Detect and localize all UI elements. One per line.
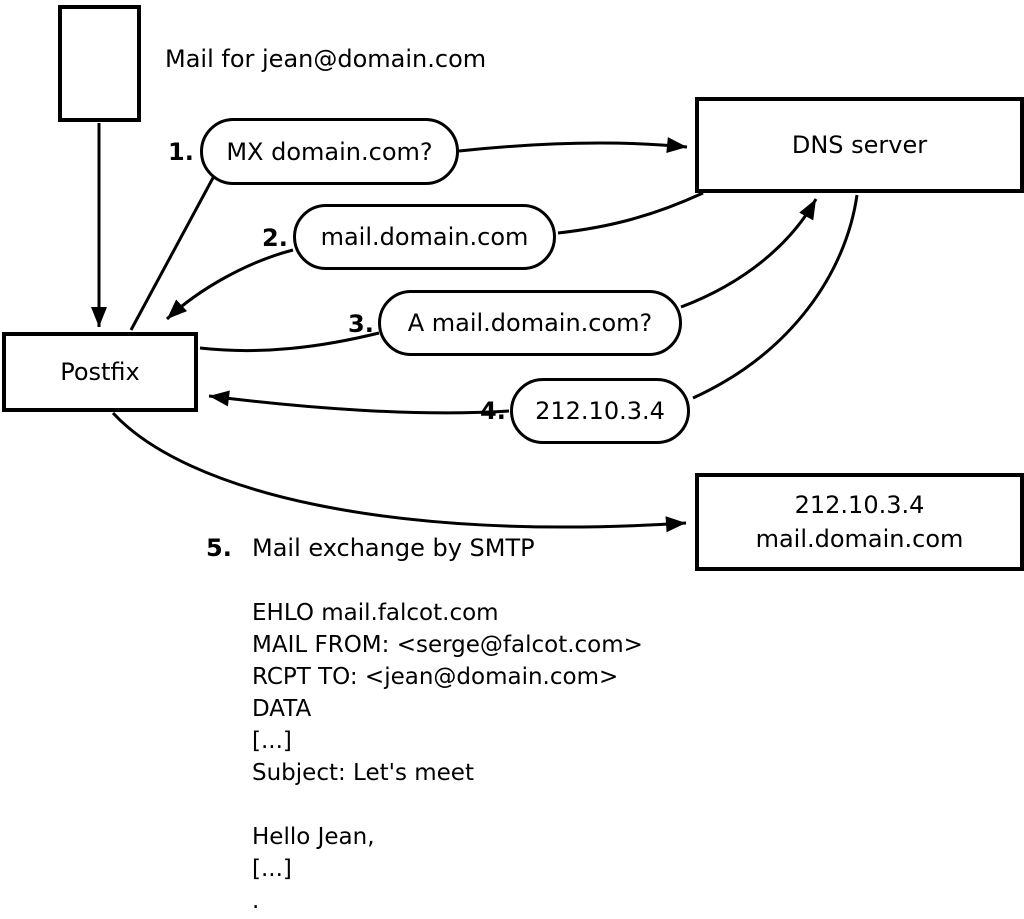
dns-server-label: DNS server: [791, 131, 928, 159]
smtp-line: Subject: Let's meet: [252, 760, 474, 786]
line-postfix-to-step1: [129, 175, 216, 331]
step3-query-label: A mail.domain.com?: [407, 309, 653, 337]
mail-server-hostname-label: mail.domain.com: [755, 525, 964, 553]
step4-response-pill: 212.10.3.4: [510, 378, 690, 444]
step2-response-pill: mail.domain.com: [293, 204, 556, 270]
line-postfix-to-step3: [199, 331, 380, 353]
postfix-node: Postfix: [2, 332, 198, 412]
line-dns-to-step4: [692, 194, 859, 400]
smtp-line: DATA: [252, 696, 312, 722]
arrow-postfix-to-mailserver: [111, 411, 687, 533]
smtp-line: Hello Jean,: [252, 824, 375, 850]
arrow-step2-to-postfix: [165, 248, 294, 321]
arrow-step3-to-dns: [680, 198, 818, 309]
mail-server-node: 212.10.3.4 mail.domain.com: [695, 473, 1024, 571]
dns-server-node: DNS server: [695, 97, 1024, 193]
mail-server-ip-label: 212.10.3.4: [794, 491, 925, 519]
arrow-step1-to-dns: [458, 137, 688, 154]
step2-response-label: mail.domain.com: [320, 223, 529, 251]
smtp-line: .: [252, 888, 260, 914]
step3-number: 3.: [348, 310, 374, 338]
postfix-node-label: Postfix: [60, 358, 140, 386]
step5-number: 5.: [206, 534, 232, 562]
smtp-line: MAIL FROM: <serge@falcot.com>: [252, 632, 643, 658]
mail-message-box: [58, 5, 141, 122]
line-dns-to-step2: [557, 191, 704, 235]
step1-query-label: MX domain.com?: [226, 137, 433, 166]
step3-query-pill: A mail.domain.com?: [378, 290, 682, 356]
arrow-step4-to-postfix: [208, 390, 510, 415]
step1-number: 1.: [168, 138, 194, 166]
smtp-session-block: EHLO mail.falcot.com MAIL FROM: <serge@f…: [252, 597, 643, 917]
step1-query-pill: MX domain.com?: [200, 118, 459, 185]
smtp-line: [252, 789, 643, 821]
smtp-line: EHLO mail.falcot.com: [252, 600, 499, 626]
step4-number: 4.: [480, 397, 506, 425]
step4-response-label: 212.10.3.4: [535, 397, 665, 425]
smtp-line: [...]: [252, 728, 292, 754]
step2-number: 2.: [262, 224, 288, 252]
mail-for-label: Mail for jean@domain.com: [165, 45, 487, 73]
smtp-line: [...]: [252, 856, 292, 882]
smtp-line: RCPT TO: <jean@domain.com>: [252, 664, 619, 690]
step5-label: Mail exchange by SMTP: [252, 534, 535, 562]
